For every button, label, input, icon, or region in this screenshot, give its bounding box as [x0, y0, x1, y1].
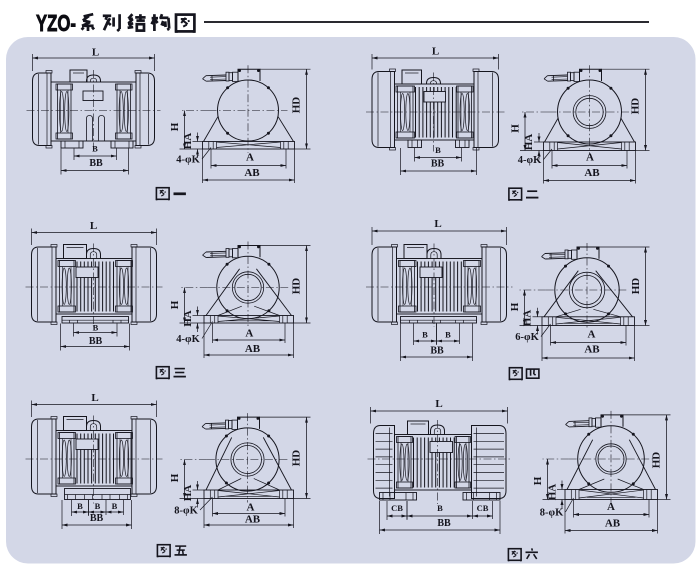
svg-text:A: A [245, 328, 253, 340]
svg-text:8-φK: 8-φK [540, 508, 564, 519]
svg-text:B: B [437, 503, 443, 513]
svg-text:B: B [95, 501, 101, 511]
svg-text:YZO-: YZO- [36, 10, 76, 36]
svg-text:AB: AB [244, 167, 260, 179]
svg-text:L: L [435, 398, 442, 410]
svg-text:B: B [435, 145, 441, 155]
svg-text:H: H [509, 302, 521, 311]
svg-text:HD: HD [630, 98, 642, 115]
svg-text:BB: BB [89, 336, 103, 347]
svg-text:BB: BB [90, 513, 104, 524]
svg-text:B: B [422, 330, 428, 340]
svg-text:L: L [92, 47, 99, 59]
svg-text:CB: CB [477, 503, 489, 513]
svg-text:L: L [90, 220, 97, 232]
svg-text:B: B [77, 501, 83, 511]
svg-text:H: H [510, 124, 522, 133]
svg-text:HD: HD [291, 278, 303, 295]
svg-text:HA: HA [523, 134, 535, 151]
svg-text:4-φK: 4-φK [518, 155, 542, 166]
svg-text:HA: HA [522, 310, 534, 327]
svg-text:A: A [247, 502, 255, 514]
svg-text:HD: HD [651, 452, 663, 469]
svg-text:HA: HA [547, 484, 559, 501]
svg-text:BB: BB [89, 158, 103, 169]
svg-text:6-φK: 6-φK [515, 332, 539, 343]
svg-text:AB: AB [584, 167, 600, 179]
svg-text:B: B [93, 323, 99, 333]
svg-text:HA: HA [182, 485, 194, 502]
svg-text:CB: CB [391, 503, 403, 513]
svg-text:L: L [434, 218, 441, 230]
svg-text:BB: BB [437, 518, 451, 529]
svg-text:B: B [92, 144, 98, 154]
svg-text:BB: BB [431, 159, 445, 170]
svg-text:H: H [532, 476, 544, 485]
svg-text:HD: HD [291, 97, 303, 114]
svg-text:HD: HD [291, 450, 303, 467]
svg-text:AB: AB [605, 518, 621, 530]
svg-text:A: A [588, 329, 596, 341]
svg-text:B: B [445, 330, 451, 340]
svg-text:L: L [91, 392, 98, 404]
svg-text:4-φK: 4-φK [176, 334, 200, 345]
svg-text:L: L [432, 46, 439, 58]
svg-text:A: A [246, 152, 254, 164]
svg-text:HA: HA [182, 310, 194, 327]
svg-text:HA: HA [182, 133, 194, 150]
svg-text:HD: HD [630, 278, 642, 295]
svg-text:BB: BB [430, 346, 444, 357]
svg-text:AB: AB [245, 514, 261, 526]
svg-text:AB: AB [245, 343, 261, 355]
svg-text:A: A [607, 501, 615, 513]
svg-text:B: B [112, 501, 118, 511]
svg-text:A: A [586, 152, 594, 164]
svg-text:H: H [169, 300, 181, 309]
svg-text:H: H [169, 122, 181, 131]
svg-text:4-φK: 4-φK [176, 155, 200, 166]
svg-text:AB: AB [584, 344, 600, 356]
svg-text:8-φK: 8-φK [174, 506, 198, 517]
svg-text:H: H [169, 473, 181, 482]
